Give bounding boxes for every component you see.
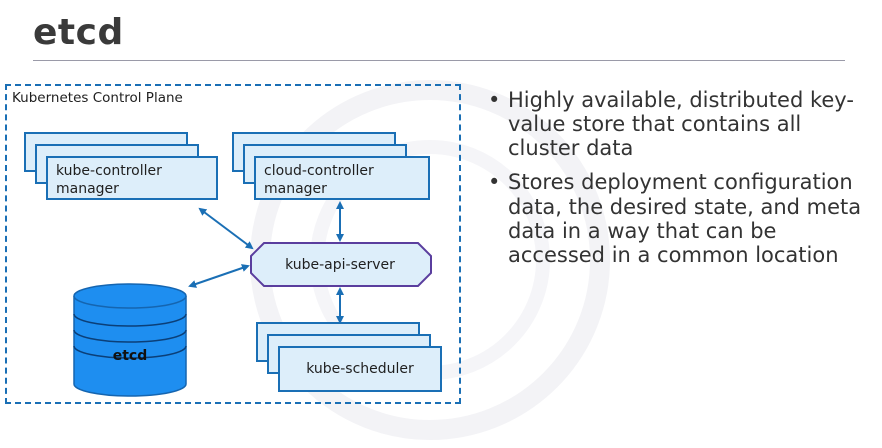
- bullet-item: • Highly available, distributed key-valu…: [488, 88, 868, 160]
- control-plane-label: Kubernetes Control Plane: [12, 90, 183, 106]
- kube-api-server-label: kube-api-server: [285, 257, 395, 273]
- etcd-to-api-arrow: [188, 264, 250, 288]
- bullet-text: Highly available, distributed key-value …: [508, 88, 854, 161]
- bullet-dot-icon: •: [488, 170, 501, 195]
- kube-controller-manager-node: kube-controller manager: [46, 156, 218, 200]
- bullet-dot-icon: •: [488, 88, 501, 112]
- kube-api-server-shape: [250, 242, 432, 287]
- etcd-database-icon: [73, 283, 187, 397]
- title-divider: [33, 60, 845, 61]
- bullet-text: Stores deployment configuration data, th…: [508, 170, 862, 267]
- bullet-item: • Stores deployment configuration data, …: [488, 170, 868, 267]
- bullet-list: • Highly available, distributed key-valu…: [488, 88, 868, 277]
- slide-title: etcd: [33, 12, 124, 53]
- controller-to-api-arrow: [198, 207, 254, 250]
- etcd-label: etcd: [112, 348, 148, 364]
- kube-scheduler-node: kube-scheduler: [278, 346, 442, 392]
- cloud-controller-manager-node: cloud-controller manager: [254, 156, 430, 200]
- control-plane-boundary: [5, 84, 461, 404]
